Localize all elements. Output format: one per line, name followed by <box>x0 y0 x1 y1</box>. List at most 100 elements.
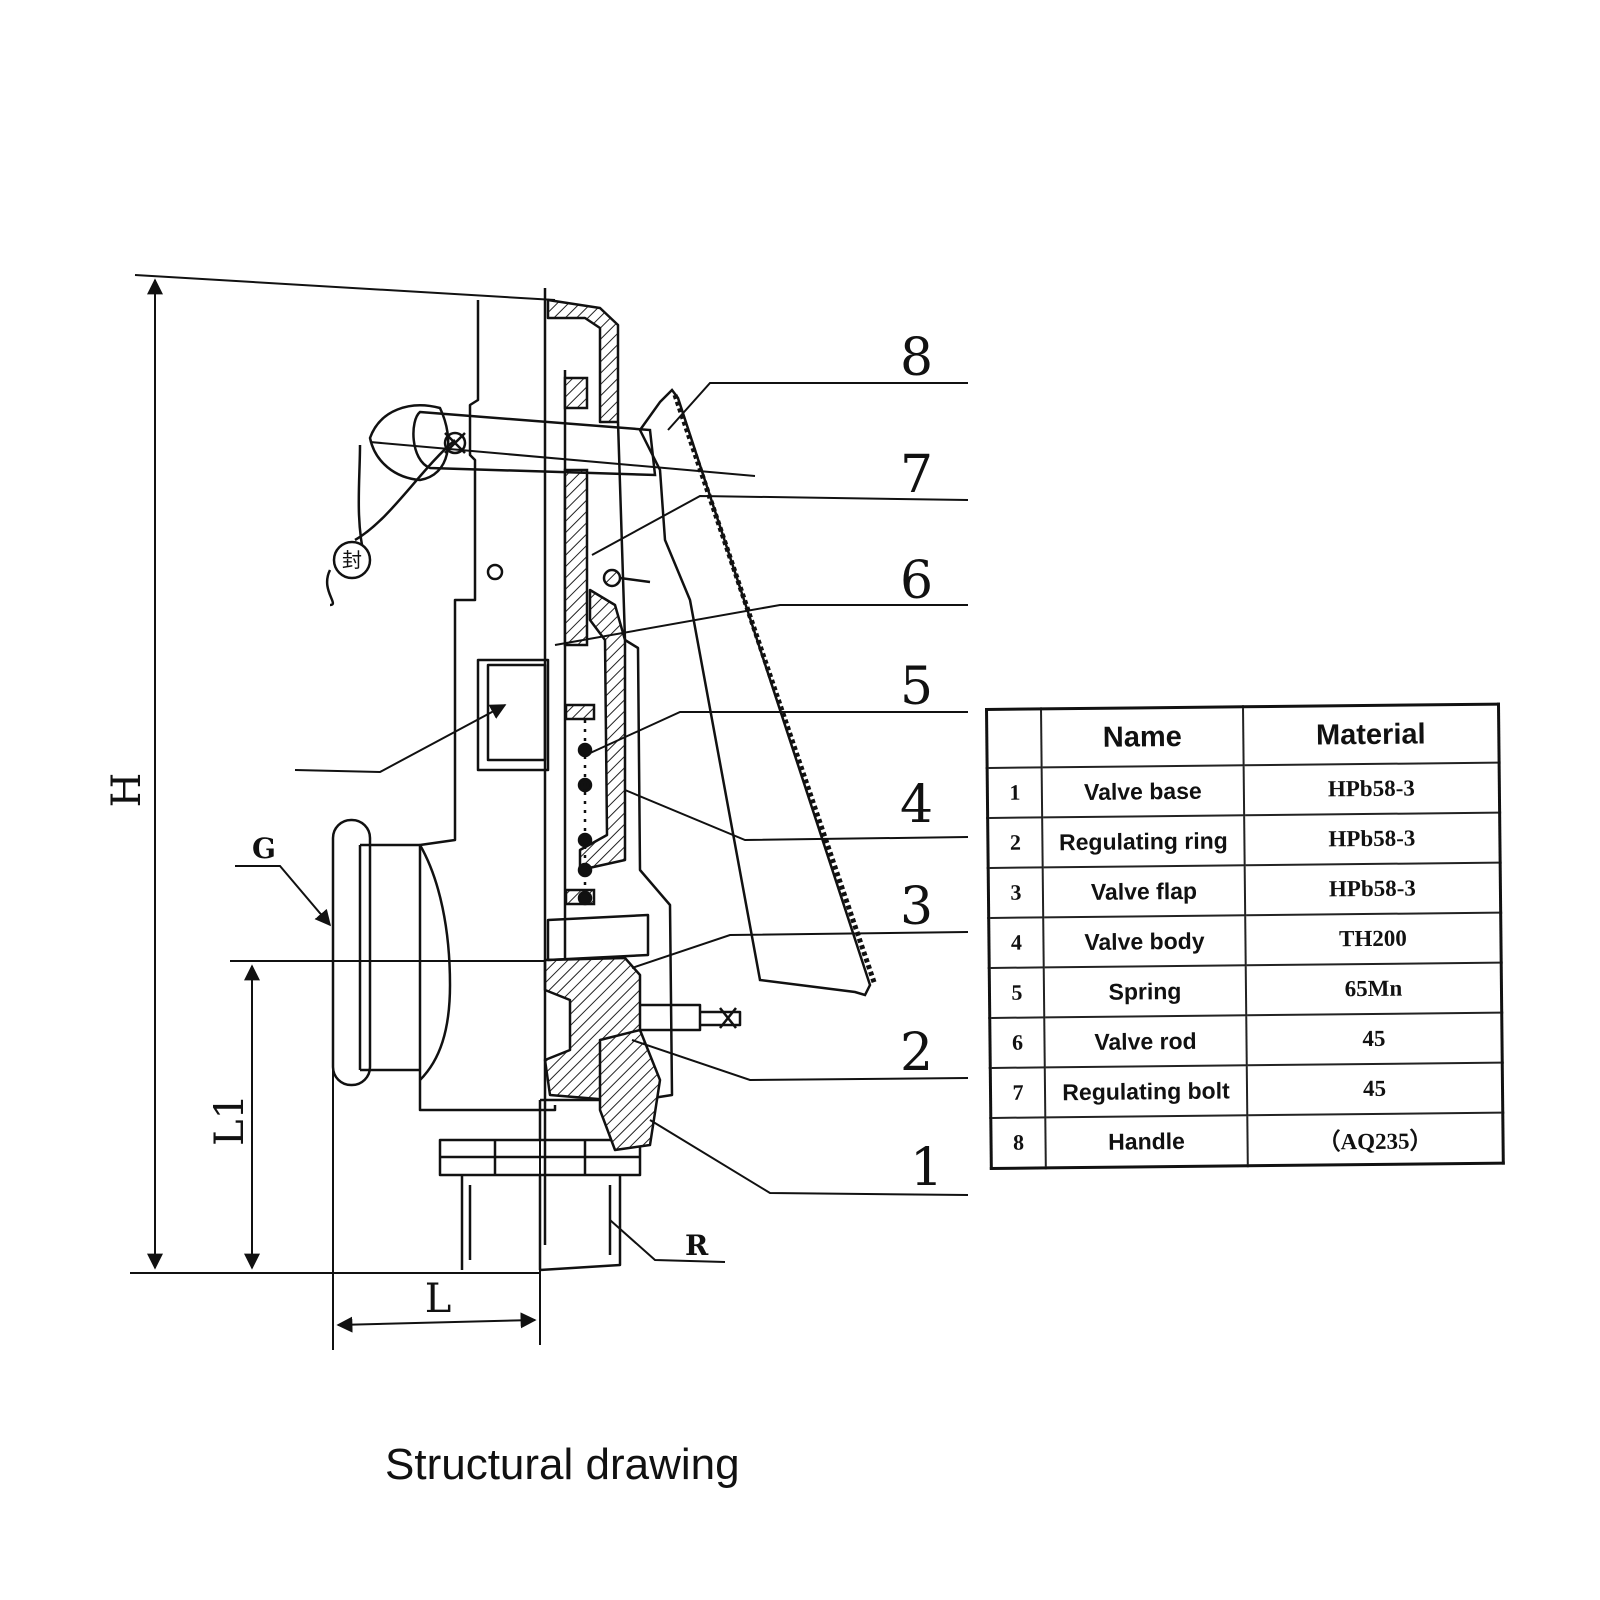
lever-edge <box>672 394 878 986</box>
callout-leaders <box>294 382 969 1196</box>
table-row: 5 Spring 65Mn <box>989 962 1502 1018</box>
part-name: Handle <box>1045 1115 1248 1168</box>
g-leader-line <box>235 865 332 927</box>
pivot-arm <box>412 410 657 477</box>
dim-label-r: R <box>685 1229 709 1262</box>
l-dimension-arrow <box>336 1312 537 1333</box>
leader-8 <box>667 382 968 431</box>
part-material: HPb58-3 <box>1244 812 1501 866</box>
part-material: HPb58-3 <box>1243 762 1500 816</box>
dim-label-g: G <box>252 832 276 865</box>
callout-4: 4 <box>900 775 933 835</box>
pivot-pin <box>443 431 467 455</box>
part-name: Valve base <box>1041 765 1245 818</box>
callout-5: 5 <box>900 657 933 717</box>
callout-7: 7 <box>900 445 933 505</box>
callout-3: 3 <box>900 877 933 937</box>
part-name: Valve flap <box>1042 865 1246 918</box>
row-number: 3 <box>988 867 1044 918</box>
rod-and-spring <box>543 288 596 1245</box>
seal-symbol: 封 <box>332 540 372 580</box>
leader-2 <box>631 1039 969 1082</box>
disc <box>546 913 650 962</box>
top-cap <box>418 300 557 1112</box>
table-row: 8 Handle （AQ235） <box>990 1112 1504 1169</box>
inlet-neck <box>418 844 452 1081</box>
screw-cross <box>719 1007 737 1029</box>
seal-circle <box>332 540 372 580</box>
row-number: 2 <box>987 817 1043 868</box>
inner-window <box>486 663 547 762</box>
regulating-screw <box>640 1003 742 1032</box>
leader-6 <box>554 604 968 646</box>
leader-5 <box>587 711 968 755</box>
part-material: 45 <box>1246 1062 1503 1116</box>
part-material: HPb58-3 <box>1244 862 1501 916</box>
part-name: Regulating bolt <box>1044 1065 1248 1118</box>
valve-body-outline <box>331 298 742 1272</box>
spring-coil <box>577 890 593 906</box>
row-number: 5 <box>989 967 1045 1018</box>
lever-handle <box>325 388 878 997</box>
table-row: 7 Regulating bolt 45 <box>990 1062 1503 1118</box>
seal-glyph: 封 <box>342 548 362 572</box>
base-section <box>598 1028 662 1152</box>
leader-handle-to-label <box>369 441 756 477</box>
hex-nut <box>438 1138 642 1177</box>
header-material: Material <box>1243 704 1500 766</box>
threaded-base <box>460 1175 622 1272</box>
table-header-row: Name Material <box>986 704 1500 768</box>
spring-seat-top <box>564 703 596 721</box>
header-name: Name <box>1041 706 1244 768</box>
dim-label-h: H <box>104 773 150 808</box>
body-wall <box>578 588 627 872</box>
table-row: 2 Regulating ring HPb58-3 <box>987 812 1501 868</box>
top-extension-line <box>134 274 556 301</box>
table-row: 4 Valve body TH200 <box>988 912 1502 968</box>
cap-hood <box>546 298 620 424</box>
part-material: 45 <box>1246 1012 1503 1066</box>
lever-arm <box>638 388 872 997</box>
leader-7 <box>591 494 969 556</box>
table-row: 3 Valve flap HPb58-3 <box>988 862 1501 918</box>
part-name: Regulating ring <box>1042 815 1245 868</box>
lock-nut <box>486 563 504 581</box>
row-number: 7 <box>990 1067 1046 1118</box>
leader-1 <box>649 1119 969 1196</box>
row-number: 1 <box>987 767 1043 818</box>
leader-window <box>294 704 507 774</box>
side-window <box>476 658 550 772</box>
row-number: 4 <box>988 917 1044 968</box>
table-row: 1 Valve base HPb58-3 <box>987 762 1500 818</box>
callout-8: 8 <box>900 328 933 388</box>
dim-label-l1: L1 <box>207 1094 253 1146</box>
set-screw-leader <box>619 576 651 584</box>
part-name: Valve body <box>1043 915 1246 968</box>
dimension-letters: H L1 L G R <box>104 773 709 1322</box>
part-material: （AQ235） <box>1247 1112 1504 1166</box>
regulating-bolt <box>563 468 589 647</box>
set-screw <box>602 568 622 588</box>
part-name: Valve rod <box>1044 1015 1247 1068</box>
parts-material-table: Name Material 1 Valve base HPb58-3 2 Reg… <box>985 702 1505 1170</box>
callout-2: 2 <box>900 1023 933 1083</box>
seal-wire <box>325 439 456 607</box>
leader-4 <box>624 789 969 842</box>
upper-nut <box>563 376 589 410</box>
callout-1: 1 <box>910 1138 943 1198</box>
part-material: 65Mn <box>1245 962 1502 1016</box>
callout-6: 6 <box>900 551 933 611</box>
inlet-flange <box>331 818 372 1087</box>
dim-label-l: L <box>425 1276 452 1322</box>
part-material: TH200 <box>1245 912 1502 966</box>
figure-caption: Structural drawing <box>385 1440 740 1489</box>
part-name: Spring <box>1043 965 1247 1018</box>
header-no <box>986 708 1042 768</box>
row-number: 6 <box>989 1017 1045 1068</box>
dimension-lines <box>130 274 726 1350</box>
table-row: 6 Valve rod 45 <box>989 1012 1503 1068</box>
leader-3 <box>631 931 969 969</box>
row-number: 8 <box>990 1117 1046 1169</box>
r-leader-line <box>609 1219 726 1263</box>
